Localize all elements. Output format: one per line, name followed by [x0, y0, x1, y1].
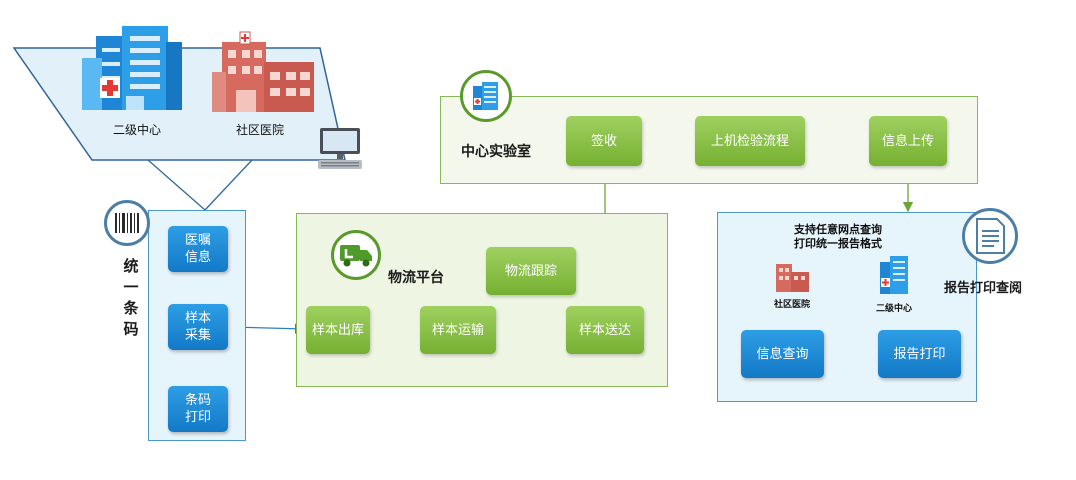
hospital-building-icon [82, 26, 182, 110]
hospital-building-small-icon [880, 256, 908, 294]
laboratory-building-icon-badge [460, 70, 512, 122]
sample-transport-box[interactable]: 样本运输 [420, 306, 496, 354]
delivery-truck-icon [340, 245, 372, 267]
logistics-tracking-box[interactable]: 物流跟踪 [486, 247, 576, 295]
report-community-label: 社区医院 [774, 300, 811, 310]
logistics-title: 物流平台 [388, 270, 444, 286]
computer-icon [318, 128, 362, 169]
report-document-icon-badge [962, 208, 1018, 264]
community-clinic-small-icon [776, 264, 809, 292]
info-upload-box[interactable]: 信息上传 [869, 116, 947, 166]
unified-barcode-title: 统 一 条 码 [123, 257, 139, 338]
barcode-icon-badge [104, 200, 150, 246]
order-info-box[interactable]: 医嘱 信息 [168, 226, 228, 272]
barcode-icon [115, 213, 139, 233]
central-lab-title: 中心实验室 [461, 144, 531, 160]
community-hospital-label: 社区医院 [236, 123, 285, 137]
delivery-truck-icon-badge [331, 230, 381, 280]
community-clinic-icon [212, 31, 314, 112]
funnel-right-line [204, 159, 253, 211]
funnel-left-line [147, 159, 206, 211]
info-query-box[interactable]: 信息查询 [741, 330, 824, 378]
report-note: 支持任意网点查询 打印统一报告格式 [794, 223, 882, 250]
secondary-center-label: 二级中心 [113, 123, 162, 137]
report-center-label: 二级中心 [876, 304, 913, 314]
machine-test-box[interactable]: 上机检验流程 [695, 116, 805, 166]
sample-out-box[interactable]: 样本出库 [306, 306, 370, 354]
sign-receipt-box[interactable]: 签收 [566, 116, 642, 166]
report-document-icon [976, 218, 1005, 254]
sample-collection-box[interactable]: 样本 采集 [168, 304, 228, 350]
report-title: 报告打印查阅 [944, 281, 1023, 296]
report-print-box[interactable]: 报告打印 [878, 330, 961, 378]
laboratory-building-icon [473, 82, 498, 110]
sample-delivered-box[interactable]: 样本送达 [566, 306, 644, 354]
barcode-print-box[interactable]: 条码 打印 [168, 386, 228, 432]
